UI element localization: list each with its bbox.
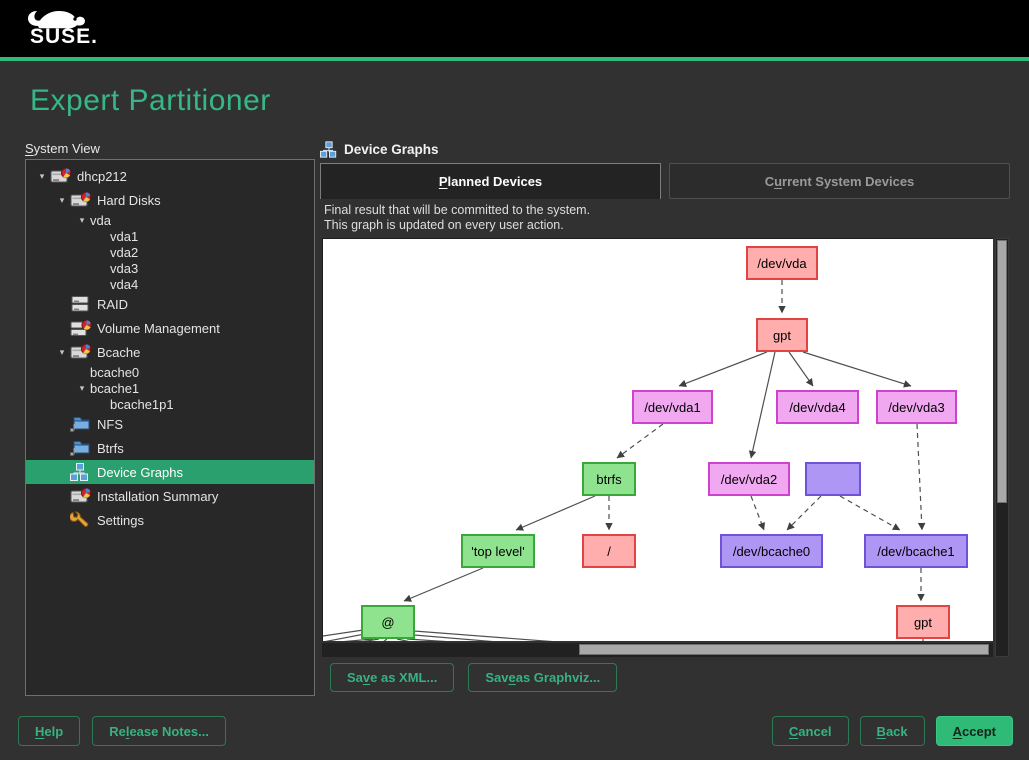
graph-node-bcache-cset [805,462,861,496]
sidebar-item-label: Volume Management [97,320,220,336]
vertical-scrollbar[interactable] [995,238,1009,657]
sidebar-item-label: vda3 [110,260,139,276]
sidebar-item-label: bcache1 [90,380,140,396]
sidebar-item-raid[interactable]: RAID [26,292,314,316]
sidebar-item-label: Settings [97,512,144,528]
sidebar-item-nfs[interactable]: NFS [26,412,314,436]
system-view-label: System View [25,141,100,156]
sidebar-item-bcache0[interactable]: bcache0 [26,364,314,380]
graph-node-root: / [582,534,636,568]
wrench-icon [70,511,92,529]
sidebar-item-label: vda [90,212,111,228]
sidebar-item-device-graphs[interactable]: Device Graphs [26,460,314,484]
graph-node-dev-bcache0: /dev/bcache0 [720,534,823,568]
disks-pie-icon [70,319,92,337]
sidebar-item-vda3[interactable]: vda3 [26,260,314,276]
suse-logo: SUSE. [24,3,98,49]
graph-node-dev-vda2: /dev/vda2 [708,462,790,496]
graph-node-top-level: 'top level' [461,534,535,568]
sidebar-item-label: Installation Summary [97,488,219,504]
description-line-1: Final result that will be committed to t… [324,203,591,217]
disk-pie-icon [70,191,92,209]
folder-net-icon [70,415,92,433]
graph-node-at: @ [361,605,415,639]
description-line-2: This graph is updated on every user acti… [324,218,564,232]
sidebar-item-label: dhcp212 [77,168,127,184]
graph-node-gpt-1: gpt [756,318,808,352]
expand-arrow-icon[interactable]: ▾ [59,346,65,357]
panel-description: Final result that will be committed to t… [324,203,590,233]
panel-title: Device Graphs [344,142,439,157]
graph-node-gpt-2: gpt [896,605,950,639]
accent-line [0,57,1029,61]
sidebar-item-bcache1p1[interactable]: bcache1p1 [26,396,314,412]
sidebar-item-settings[interactable]: Settings [26,508,314,532]
sidebar-item-label: Hard Disks [97,192,161,208]
graph-node-dev-vda1: /dev/vda1 [632,390,713,424]
graph-node-dev-vda3: /dev/vda3 [876,390,957,424]
sidebar-item-label: Bcache [97,344,141,360]
graph-edges [323,280,926,641]
sidebar-item-label: RAID [97,296,129,312]
graph-icon [70,463,92,481]
sidebar-item-label: vda4 [110,276,139,292]
sidebar-item-volume-management[interactable]: Volume Management [26,316,314,340]
sidebar-item-vda1[interactable]: vda1 [26,228,314,244]
sidebar-item-vda4[interactable]: vda4 [26,276,314,292]
sidebar-item-label: NFS [97,416,123,432]
graph-node-btrfs: btrfs [582,462,636,496]
device-graph-canvas: /dev/vda gpt/dev/vda1/dev/vda4/dev/vda3 bt… [322,238,993,641]
chameleon-icon [28,11,85,29]
horizontal-scrollbar-thumb[interactable] [579,644,989,655]
sidebar-item-label: vda2 [110,244,139,260]
folder-net-icon [70,439,92,457]
graph-node-dev-vda: /dev/vda [746,246,818,280]
expand-arrow-icon[interactable]: ▾ [79,214,85,225]
suse-logo-text: SUSE. [30,25,99,48]
sidebar-item-vda[interactable]: ▾ vda [26,212,314,228]
disks-icon [70,295,92,313]
sidebar-item-label: Btrfs [97,440,124,456]
sidebar-item-label: Device Graphs [97,464,183,480]
sidebar-item-btrfs[interactable]: Btrfs [26,436,314,460]
sidebar-item-label: bcache0 [90,364,140,380]
disk-pie-icon [70,487,92,505]
sidebar-item-bcache[interactable]: ▾ Bcache [26,340,314,364]
expand-arrow-icon[interactable]: ▾ [39,170,45,181]
sidebar-item-label: vda1 [110,228,139,244]
vertical-scrollbar-thumb[interactable] [997,240,1007,503]
app-header: SUSE. [0,0,1029,57]
page-title: Expert Partitioner [30,84,271,117]
expand-arrow-icon[interactable]: ▾ [59,194,65,205]
graph-node-dev-vda4: /dev/vda4 [776,390,859,424]
expand-arrow-icon[interactable]: ▾ [79,382,85,393]
device-graphs-icon [320,141,338,163]
sidebar-item-dhcp212[interactable]: ▾ dhcp212 [26,164,314,188]
graph-node-dev-bcache1: /dev/bcache1 [864,534,968,568]
sidebar-item-vda2[interactable]: vda2 [26,244,314,260]
sidebar-item-hard-disks[interactable]: ▾ Hard Disks [26,188,314,212]
disk-pie-icon [70,343,92,361]
sidebar-item-label: bcache1p1 [110,396,174,412]
horizontal-scrollbar[interactable] [322,643,993,657]
sidebar-item-bcache1[interactable]: ▾ bcache1 [26,380,314,396]
sidebar-item-installation-summary[interactable]: Installation Summary [26,484,314,508]
disk-pie-icon [50,167,72,185]
